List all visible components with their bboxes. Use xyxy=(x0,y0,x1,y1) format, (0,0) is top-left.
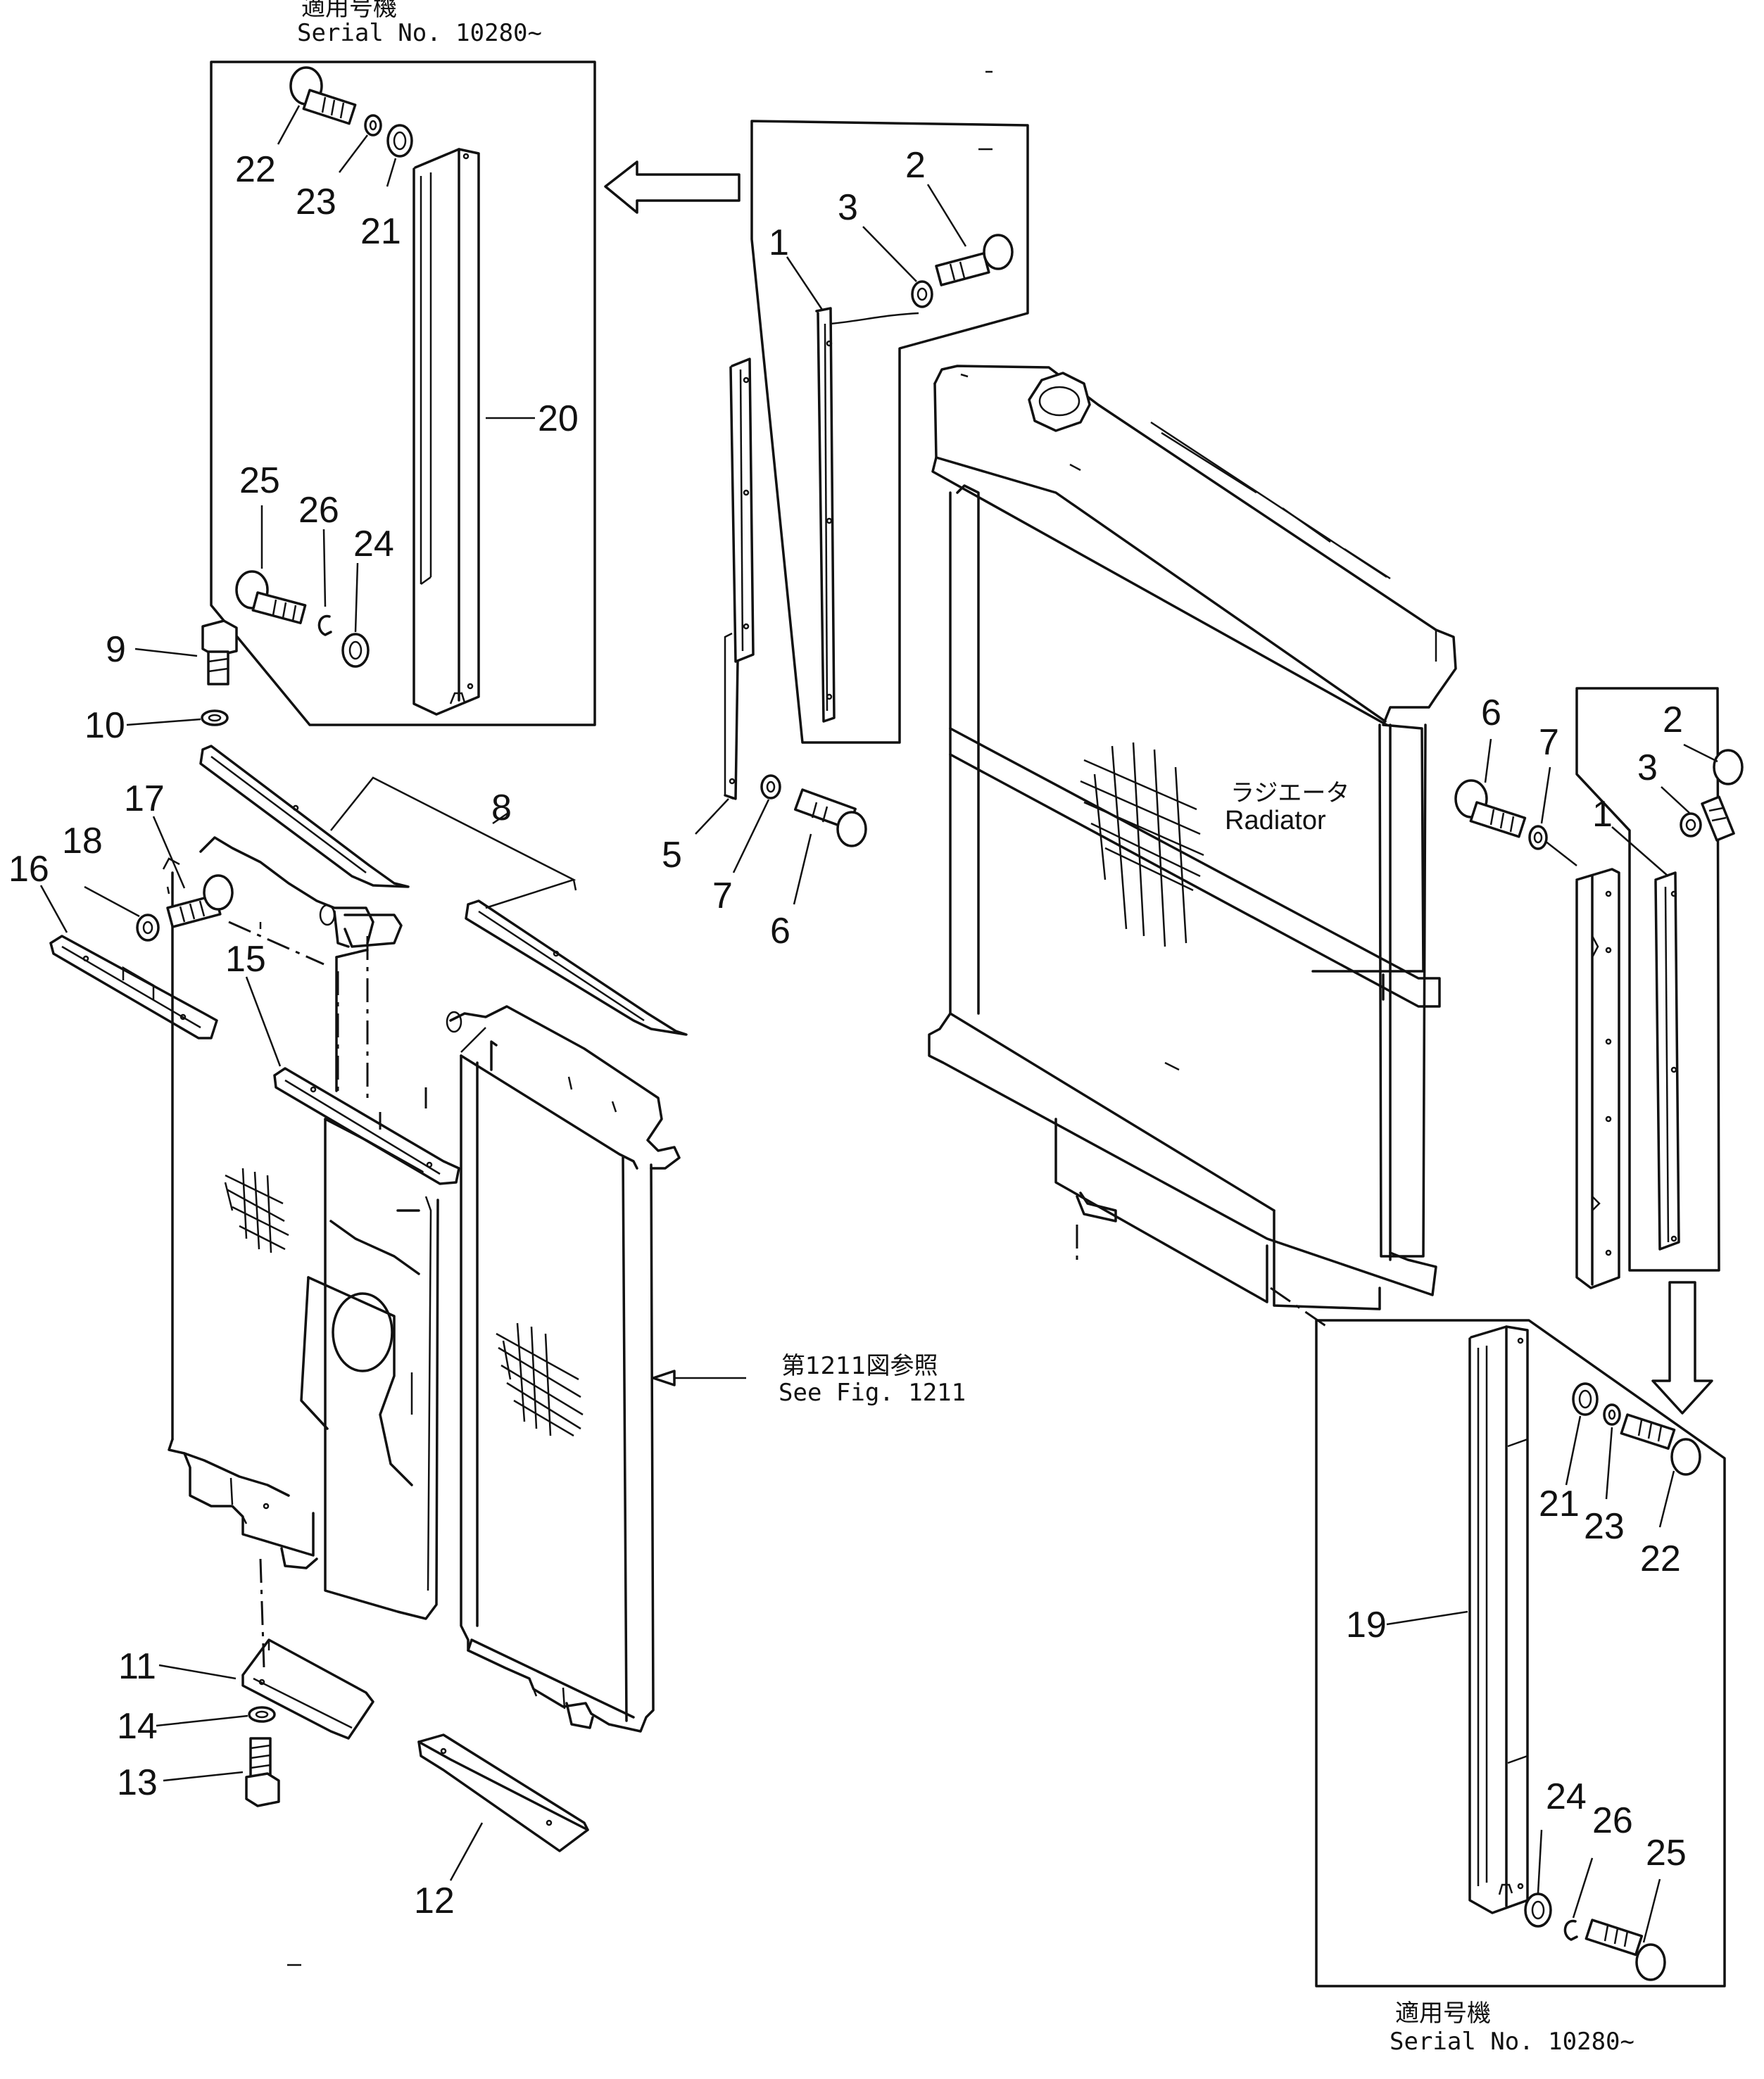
callout-14: 14 xyxy=(117,1706,158,1747)
callout-22-bottom-right: 22 xyxy=(1640,1538,1681,1579)
inset-bottom-right: 21 23 22 19 24 26 25 適用号機 Serial No. 102… xyxy=(1315,1319,1726,2056)
callout-7-right: 7 xyxy=(1539,722,1559,763)
callout-20: 20 xyxy=(538,398,579,439)
bracket-8 xyxy=(199,745,688,1036)
inset-top-left-serial: Serial No. 10280~ xyxy=(297,19,542,47)
callout-3-top: 3 xyxy=(838,187,858,228)
lockwasher-26-top-left xyxy=(317,614,332,636)
spacer-21-bottom-right xyxy=(1572,1382,1599,1416)
bracket-12 xyxy=(417,1733,589,1852)
middle-duct xyxy=(300,1087,439,1620)
spacer-24-bottom-right xyxy=(1524,1892,1552,1928)
callout-3-right: 3 xyxy=(1637,747,1658,788)
bolt-13 xyxy=(245,1737,280,1807)
inset-top-left-jp: 適用号機 xyxy=(301,0,397,22)
reference-label-en: See Fig. 1211 xyxy=(779,1379,966,1407)
radiator-core-mesh xyxy=(1080,742,1204,947)
callout-1-right: 1 xyxy=(1592,794,1613,835)
bracket-11 xyxy=(241,1638,374,1740)
left-assembly: 9 10 8 xyxy=(8,619,966,1921)
bracket-19 xyxy=(1468,1325,1529,1914)
radiator-label-en: Radiator xyxy=(1225,806,1326,835)
bolt-2-top xyxy=(935,234,1014,286)
lockwasher-26-bottom-right xyxy=(1563,1919,1578,1941)
callout-21-bottom-right: 21 xyxy=(1539,1484,1580,1524)
washer-23-bottom-right xyxy=(1603,1403,1621,1426)
arrow-down-icon xyxy=(1651,1281,1713,1415)
bolt-25-bottom-right xyxy=(1585,1919,1666,1981)
callout-19: 19 xyxy=(1346,1605,1387,1645)
bolt-22-bottom-right xyxy=(1620,1413,1701,1476)
bolt-2-right xyxy=(1701,749,1744,842)
callout-6-mid: 6 xyxy=(770,911,790,952)
callout-6-right: 6 xyxy=(1481,693,1501,733)
washer-3-top xyxy=(911,280,933,308)
callout-8: 8 xyxy=(491,788,512,828)
oil-cooler-right xyxy=(446,1005,681,1733)
bracket-16 xyxy=(49,935,218,1040)
callout-21-top-left: 21 xyxy=(360,211,401,252)
callout-12: 12 xyxy=(414,1881,455,1921)
bolt-6-mid xyxy=(793,788,867,847)
callout-7-mid: 7 xyxy=(712,876,733,916)
bracket-20 xyxy=(412,148,480,716)
callout-2-right: 2 xyxy=(1663,700,1683,740)
washer-14 xyxy=(248,1706,276,1723)
callout-25-top-left: 25 xyxy=(239,460,280,501)
inset-top-left: 適用号機 Serial No. 10280~ xyxy=(210,0,596,726)
callout-22-top-left: 22 xyxy=(235,149,276,190)
callout-16: 16 xyxy=(8,849,49,890)
washer-18 xyxy=(136,914,160,942)
washer-23-top-left xyxy=(364,114,382,137)
callout-10: 10 xyxy=(84,705,125,746)
oil-cooler-left-mesh xyxy=(224,1168,289,1253)
callout-17: 17 xyxy=(124,778,165,819)
callout-23-bottom-right: 23 xyxy=(1584,1506,1625,1547)
callout-24-top-left: 24 xyxy=(353,524,394,564)
bolt-22-top-left xyxy=(289,66,357,125)
right-bracket-group: 6 7 1 3 2 xyxy=(1454,687,1744,1289)
spacer-21-top-left xyxy=(386,124,413,158)
callout-9: 9 xyxy=(106,629,126,670)
top-center-panel: 1 3 2 xyxy=(750,120,1029,744)
spacer-24-top-left xyxy=(341,633,370,668)
callout-2-top: 2 xyxy=(905,145,926,186)
callout-1-top: 1 xyxy=(769,222,789,263)
bolt-9 xyxy=(201,619,238,685)
bracket-15 xyxy=(273,1067,460,1185)
bolt-25-top-left xyxy=(235,570,307,624)
filler-cap xyxy=(1028,372,1091,432)
washer-7-right xyxy=(1528,825,1548,850)
callout-26-bottom-right: 26 xyxy=(1592,1800,1633,1841)
washer-7-mid xyxy=(760,774,781,800)
inset-bottom-right-frame xyxy=(1315,1319,1726,1988)
callout-5: 5 xyxy=(662,835,682,876)
bolt-6-right xyxy=(1454,779,1527,838)
callout-23-top-left: 23 xyxy=(296,182,336,222)
bolt-17 xyxy=(166,874,234,928)
arrow-left-icon xyxy=(604,160,741,214)
callout-25-bottom-right: 25 xyxy=(1646,1833,1687,1873)
inset-bottom-right-jp: 適用号機 xyxy=(1395,1999,1491,2028)
oil-cooler-right-mesh xyxy=(496,1322,584,1437)
washer-10 xyxy=(201,709,229,726)
radiator-body: ラジエータ Radiator xyxy=(928,365,1457,1328)
callout-15: 15 xyxy=(225,939,266,980)
see-fig-arrow-icon xyxy=(652,1370,676,1386)
side-bracket-5 xyxy=(724,358,755,800)
oil-cooler-left xyxy=(162,836,403,1669)
callout-13: 13 xyxy=(117,1762,158,1803)
callout-11: 11 xyxy=(118,1646,156,1687)
washer-3-right xyxy=(1680,812,1702,838)
radiator-label-jp: ラジエータ xyxy=(1230,779,1349,807)
callout-18: 18 xyxy=(62,821,103,861)
callout-26-top-left: 26 xyxy=(298,490,339,531)
inset-top-left-frame xyxy=(210,61,596,726)
inset-bottom-right-serial: Serial No. 10280~ xyxy=(1390,2028,1634,2056)
callout-24-bottom-right: 24 xyxy=(1546,1776,1587,1817)
reference-label-jp: 第1211図参照 xyxy=(781,1352,938,1380)
